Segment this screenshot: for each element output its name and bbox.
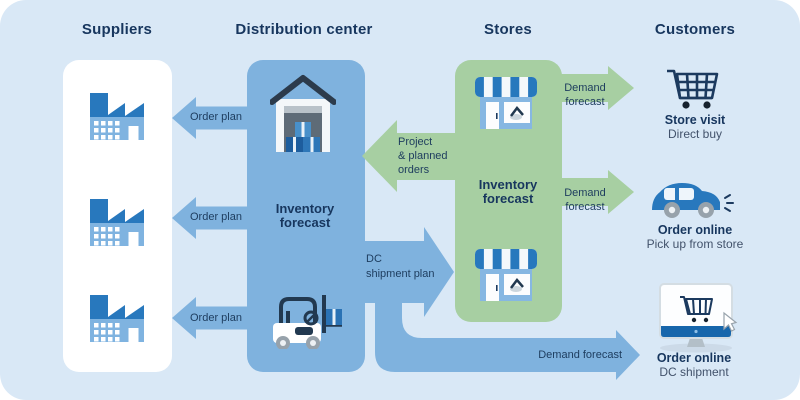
cursor-icon <box>723 311 738 332</box>
heading-suppliers: Suppliers <box>81 21 153 38</box>
stores-inventory-forecast-label: Inventory forecast <box>478 177 538 206</box>
customer-order-online-pickup: Order online Pick up from store <box>635 223 755 251</box>
customer-title: Order online <box>657 223 733 237</box>
project-planned-orders-arrow <box>362 120 456 192</box>
demand-forecast-label-1: Demand forecast <box>564 82 606 108</box>
store-icon <box>475 77 537 129</box>
customer-order-online-dc: Order online DC shipment <box>634 351 754 379</box>
factory-icon <box>90 93 144 140</box>
demand-forecast-arrow-store <box>560 66 634 110</box>
order-plan-label-1: Order plan <box>190 111 242 123</box>
factory-icon <box>90 199 144 246</box>
project-planned-orders-label: Project & planned orders <box>398 136 448 176</box>
customer-store-visit: Store visit Direct buy <box>635 113 755 141</box>
dc-inventory-forecast-label: Inventory forecast <box>275 201 335 230</box>
heading-distribution-center: Distribution center <box>235 21 373 38</box>
dc-shipment-plan-label: DC shipment plan <box>366 253 435 280</box>
demand-forecast-arrow-pickup <box>560 170 634 214</box>
dc-shipment-plan-arrow <box>364 227 454 317</box>
store-icon <box>475 249 537 301</box>
factory-icon <box>90 295 144 342</box>
order-plan-arrow-1 <box>172 97 248 139</box>
demand-forecast-label-3: Demand forecast <box>538 349 622 361</box>
customer-title: Store visit <box>664 113 726 127</box>
online-order-monitor-icon <box>659 283 738 353</box>
heading-stores: Stores <box>484 21 532 38</box>
demand-forecast-label-2: Demand forecast <box>564 187 606 213</box>
heading-customers: Customers <box>654 21 736 38</box>
customer-subtitle: Pick up from store <box>646 237 744 251</box>
demand-forecast-arrow-online <box>375 300 640 380</box>
shopping-cart-icon <box>667 69 719 109</box>
forklift-icon <box>273 295 342 349</box>
customer-subtitle: DC shipment <box>659 365 729 379</box>
car-icon <box>652 183 734 218</box>
order-plan-label-3: Order plan <box>190 312 242 324</box>
warehouse-icon <box>270 75 336 152</box>
customer-subtitle: Direct buy <box>667 127 723 141</box>
order-plan-label-2: Order plan <box>190 211 242 223</box>
order-plan-arrow-2 <box>172 197 248 239</box>
order-plan-arrow-3 <box>172 297 248 339</box>
customer-title: Order online <box>656 351 732 365</box>
